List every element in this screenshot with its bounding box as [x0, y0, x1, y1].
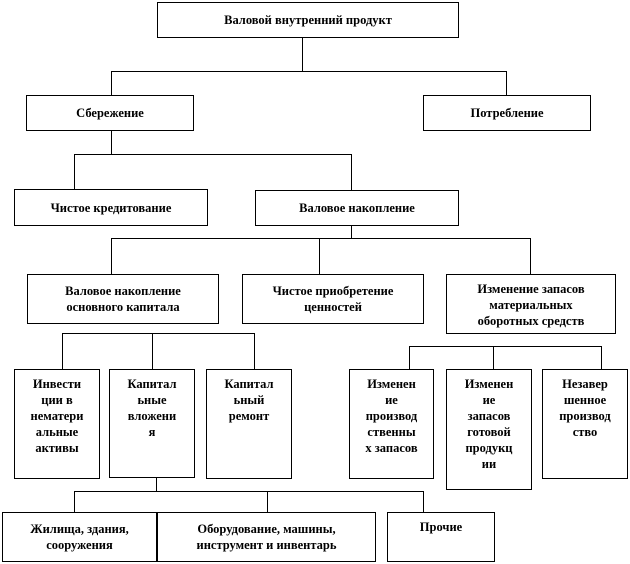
- connector: [506, 71, 507, 95]
- connector: [423, 491, 424, 512]
- gross-fixed-capital-label: Валовое накопление основного капитала: [65, 284, 181, 314]
- production-inventory-change-label: Изменен ие производ ственны х запасов: [365, 377, 418, 455]
- capital-repair-box: Капитал ьный ремонт: [206, 369, 292, 479]
- inventory-change-box: Изменение запасов материальных оборотных…: [446, 274, 616, 334]
- capital-investments-box: Капитал ьные вложени я: [109, 369, 195, 478]
- connector: [409, 346, 602, 347]
- gdp-box: Валовой внутренний продукт: [157, 2, 459, 38]
- work-in-progress-label: Незавер шенное производ ство: [559, 377, 611, 439]
- intangible-investments-label: Инвести ции в нематери альные активы: [30, 377, 84, 455]
- connector: [111, 238, 531, 239]
- finished-goods-change-box: Изменен ие запасов готовой продукц ии: [446, 369, 532, 490]
- connector: [302, 38, 303, 71]
- equipment-box: Оборудование, машины, инструмент и инвен…: [157, 512, 376, 562]
- inventory-change-label: Изменение запасов материальных оборотных…: [477, 282, 585, 328]
- production-inventory-change-box: Изменен ие производ ственны х запасов: [349, 369, 434, 479]
- intangible-investments-box: Инвести ции в нематери альные активы: [14, 369, 100, 479]
- consumption-label: Потребление: [470, 106, 544, 120]
- finished-goods-change-label: Изменен ие запасов готовой продукц ии: [464, 377, 514, 471]
- connector: [319, 238, 320, 274]
- gdp-label: Валовой внутренний продукт: [224, 13, 392, 27]
- connector: [111, 238, 112, 274]
- net-acquisition-valuables-box: Чистое приобретение ценностей: [242, 274, 424, 324]
- savings-label: Сбережение: [76, 106, 144, 120]
- gross-fixed-capital-box: Валовое накопление основного капитала: [27, 274, 219, 324]
- connector: [409, 346, 410, 369]
- net-lending-label: Чистое кредитование: [50, 200, 172, 215]
- housing-buildings-box: Жилища, здания, сооружения: [2, 512, 157, 562]
- connector: [62, 333, 63, 369]
- consumption-box: Потребление: [423, 95, 591, 131]
- savings-box: Сбережение: [26, 95, 194, 131]
- other-label: Прочие: [419, 520, 463, 534]
- connector: [530, 238, 531, 274]
- connector: [351, 226, 352, 238]
- connector: [493, 346, 494, 369]
- capital-repair-label: Капитал ьный ремонт: [224, 377, 274, 423]
- equipment-label: Оборудование, машины, инструмент и инвен…: [196, 522, 337, 552]
- connector: [111, 71, 112, 95]
- connector: [74, 491, 424, 492]
- connector: [111, 71, 507, 72]
- gross-accumulation-label: Валовое накопление: [299, 201, 415, 215]
- connector: [111, 131, 112, 154]
- other-box: Прочие: [387, 512, 495, 562]
- connector: [267, 491, 268, 512]
- work-in-progress-box: Незавер шенное производ ство: [542, 369, 628, 479]
- housing-buildings-label: Жилища, здания, сооружения: [30, 522, 129, 552]
- capital-investments-label: Капитал ьные вложени я: [127, 377, 177, 439]
- net-acquisition-valuables-label: Чистое приобретение ценностей: [272, 284, 394, 314]
- connector: [74, 491, 75, 512]
- connector: [62, 333, 255, 334]
- gross-accumulation-box: Валовое накопление: [255, 190, 459, 226]
- connector: [152, 333, 153, 369]
- connector: [351, 154, 352, 190]
- net-lending-box: Чистое кредитование: [14, 189, 208, 226]
- connector: [156, 478, 157, 491]
- connector: [601, 346, 602, 369]
- connector: [254, 333, 255, 369]
- connector: [74, 154, 75, 189]
- connector: [74, 154, 352, 155]
